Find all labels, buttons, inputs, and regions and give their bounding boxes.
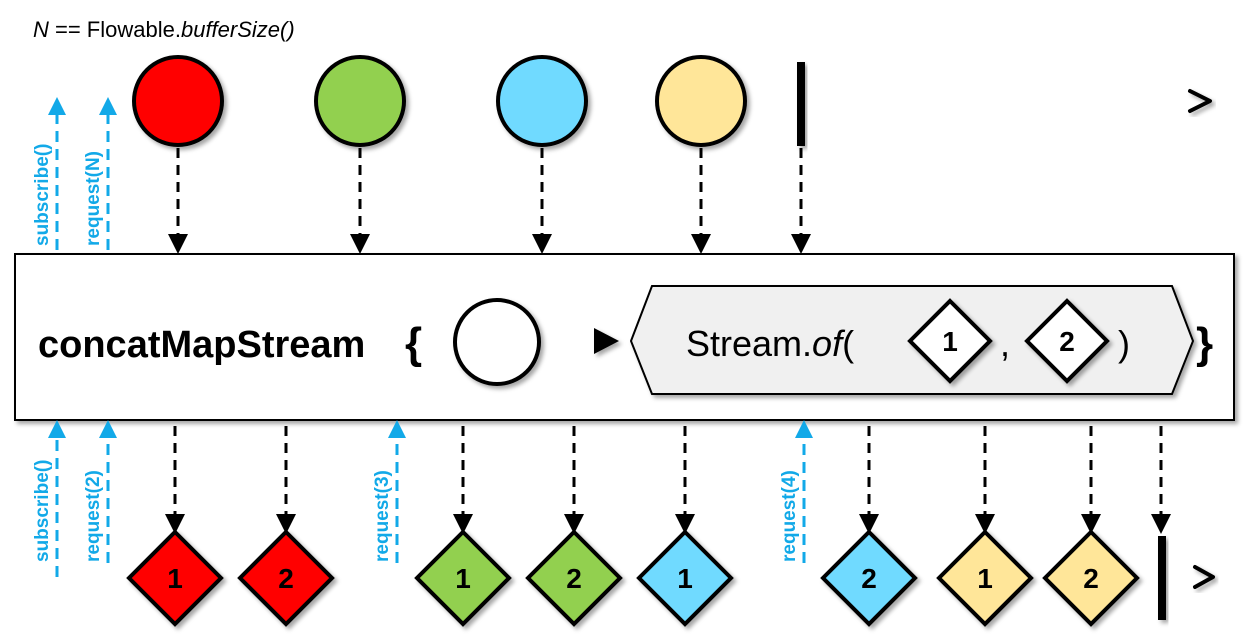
upstream-item-blue [496,55,588,147]
stream-value-diamond: 2 [1024,298,1110,384]
downstream-item-red-1: 1 [126,529,224,627]
stream-close-paren: ) [1118,323,1130,364]
stream-of-label: Stream.of( [686,323,854,364]
downstream-request-label: request(4) [779,470,800,562]
downstream-complete-drop-arrow [1151,426,1171,534]
stream-value-label: 1 [942,326,958,357]
mapping-arrow-head [594,328,619,354]
operator-open-brace: { [405,319,422,368]
downstream-item-value: 2 [861,563,877,594]
downstream-request-label: request(3) [372,470,393,562]
operator-name: concatMapStream [38,324,365,366]
downstream-request-label: subscribe() [32,460,53,562]
upstream-complete-marker [797,62,805,146]
downstream-item-value: 2 [566,563,582,594]
operator-box: concatMapStream { Stream.of( 1 2 , ) } [14,253,1235,421]
downstream-timeline: 1 2 1 2 1 2 1 2 [57,529,1215,627]
downstream-item-value: 1 [677,563,693,594]
upstream-drop-arrow [168,148,188,254]
input-item-circle [453,298,541,386]
downstream-item-yellow-2: 2 [1042,529,1140,627]
upstream-item-yellow [655,55,747,147]
buffer-size-note: N == Flowable.bufferSize() [33,17,295,42]
upstream-complete-drop-arrow [791,148,811,254]
downstream-emission-arrows [165,426,1171,534]
upstream-arrowhead [1188,89,1212,113]
downstream-drop-arrow [859,426,879,534]
upstream-drop-arrow [350,148,370,254]
upstream-request-label: request(N) [83,151,104,246]
stream-value-label: 2 [1059,326,1075,357]
downstream-item-value: 1 [977,563,993,594]
downstream-arrowhead [1193,565,1215,589]
upstream-request-1: request(N) [83,97,117,250]
downstream-item-value: 2 [1083,563,1099,594]
downstream-item-value: 1 [167,563,183,594]
downstream-item-value: 2 [278,563,294,594]
downstream-drop-arrow [165,426,185,534]
downstream-request-0: subscribe() [32,420,66,577]
downstream-item-green-1: 1 [414,529,512,627]
upstream-drop-arrow [532,148,552,254]
upstream-emission-arrows [168,148,811,254]
downstream-drop-arrow [276,426,296,534]
downstream-request-2: request(3) [372,420,406,563]
downstream-item-blue-1: 1 [636,529,734,627]
downstream-request-1: request(2) [83,420,117,563]
downstream-request-3: request(4) [779,420,813,563]
downstream-item-blue-2: 2 [820,529,918,627]
downstream-complete-marker [1158,536,1166,620]
downstream-item-value: 1 [455,563,471,594]
downstream-drop-arrow [564,426,584,534]
upstream-item-green [314,55,406,147]
downstream-drop-arrow [1081,426,1101,534]
upstream-requests: subscribe() request(N) [32,97,117,250]
upstream-request-0: subscribe() [32,97,66,250]
downstream-drop-arrow [975,426,995,534]
upstream-drop-arrow [691,148,711,254]
downstream-request-label: request(2) [83,470,104,562]
operator-close-brace: } [1196,319,1213,368]
stream-comma: , [1000,323,1010,364]
downstream-item-yellow-1: 1 [936,529,1034,627]
upstream-request-label: subscribe() [32,144,53,246]
downstream-item-green-2: 2 [525,529,623,627]
upstream-timeline [57,55,1212,147]
downstream-drop-arrow [453,426,473,534]
stream-value-diamond: 1 [907,298,993,384]
upstream-item-red [132,55,224,147]
downstream-requests: subscribe() request(2) request(3) request(4… [32,420,813,577]
downstream-drop-arrow [675,426,695,534]
downstream-item-red-2: 2 [237,529,335,627]
